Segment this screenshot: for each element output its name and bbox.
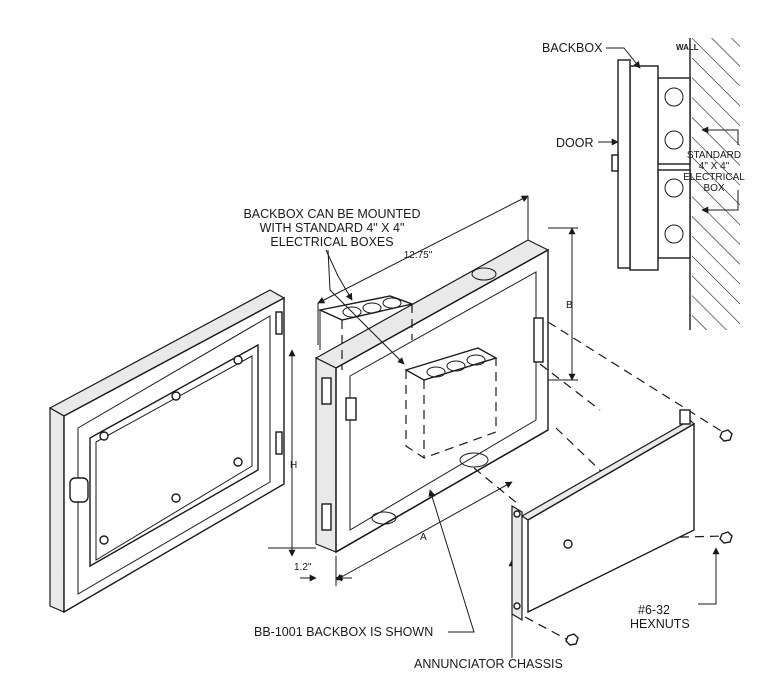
wall-label: WALL — [676, 43, 699, 52]
backbox-side-label: BACKBOX — [542, 41, 603, 55]
door-inner-border — [77, 315, 271, 595]
standard-box-label-line-1: STANDARD — [687, 150, 741, 161]
chassis-panel — [527, 422, 695, 614]
b-dimension-label: B — [566, 300, 573, 311]
hinge — [275, 311, 283, 335]
backbox-shown-leader — [428, 489, 475, 633]
door-side-edge — [49, 406, 65, 613]
knockout — [664, 178, 684, 198]
depth-dimension-label: 1.2" — [294, 562, 312, 573]
a-dimension-label: A — [420, 532, 427, 543]
knockout — [342, 306, 362, 318]
width-dimension-label: 12.75" — [404, 250, 433, 261]
alignment-line — [539, 363, 601, 411]
upper-electrical-box — [657, 77, 691, 165]
mount-note-leader — [327, 249, 405, 365]
screw-icon — [233, 457, 243, 467]
chassis-flange — [511, 504, 523, 622]
backbox-leader — [606, 47, 641, 69]
screw-icon — [513, 510, 521, 518]
door-assembly — [48, 289, 286, 614]
knockout — [426, 366, 446, 378]
alignment-line — [555, 427, 605, 475]
standard-box-label-line-4: BOX — [703, 183, 724, 194]
left-bracket — [321, 377, 332, 405]
screw-icon — [513, 602, 521, 610]
wall-hatch — [690, 38, 740, 330]
door-front-panel — [63, 296, 285, 614]
screw-icon — [563, 539, 573, 549]
chassis-tab — [679, 409, 691, 425]
alignment-line — [547, 321, 727, 435]
side-door — [617, 59, 631, 269]
standard-box-leader-top — [701, 126, 739, 145]
hexnut-icon — [719, 429, 733, 442]
knockout — [664, 130, 684, 150]
hinge-tab — [345, 397, 357, 421]
lower-electrical-box — [657, 169, 691, 259]
window-frame-inner — [95, 355, 253, 561]
alignment-line — [473, 467, 519, 505]
screw-icon — [171, 391, 181, 401]
chassis-label: ANNUNCIATOR CHASSIS — [414, 657, 563, 671]
screw-icon — [171, 493, 181, 503]
screw-icon — [233, 355, 243, 365]
alignment-line — [511, 609, 569, 641]
mount-note-leader — [325, 249, 353, 301]
width-dimension — [317, 195, 529, 304]
annunciator-chassis — [511, 409, 695, 622]
mount-note-line-1: BACKBOX CAN BE MOUNTED — [243, 207, 420, 221]
door-lock-icon — [69, 477, 89, 503]
left-bracket — [321, 503, 332, 531]
hexnut-leader — [698, 547, 720, 605]
backbox-inner-wall — [349, 271, 537, 531]
a-dimension — [335, 481, 513, 581]
window-frame-outer — [89, 343, 259, 568]
screw-icon — [99, 431, 109, 441]
knockout — [664, 224, 684, 244]
hexnuts — [565, 429, 733, 646]
side-view — [598, 38, 740, 330]
backbox-shown-label: BB-1001 BACKBOX IS SHOWN — [254, 625, 433, 639]
hexnut-icon — [719, 531, 733, 544]
screw-icon — [99, 535, 109, 545]
bottom-knockout — [371, 511, 397, 525]
right-bracket — [533, 317, 544, 363]
bottom-knockout — [459, 452, 489, 468]
door-latch — [611, 154, 619, 172]
hexnut-icon — [565, 633, 579, 646]
hexnuts-label-line-1: #6-32 — [638, 603, 670, 617]
standard-box-label-line-3: ELECTRICAL — [683, 172, 745, 183]
knockout — [664, 87, 684, 107]
knockout — [446, 360, 466, 372]
hinge — [275, 431, 283, 455]
knockout — [466, 354, 486, 366]
door-label: DOOR — [556, 136, 594, 150]
mount-note-line-3: ELECTRICAL BOXES — [270, 235, 393, 249]
standard-box-leader-bottom — [701, 190, 739, 214]
h-dimension-label: H — [290, 460, 297, 471]
side-backbox — [629, 65, 659, 271]
standard-box-label-line-2: 4" X 4" — [699, 161, 730, 172]
hexnuts-label-line-2: HEXNUTS — [630, 617, 690, 631]
mount-note-line-2: WITH STANDARD 4" X 4" — [260, 221, 405, 235]
